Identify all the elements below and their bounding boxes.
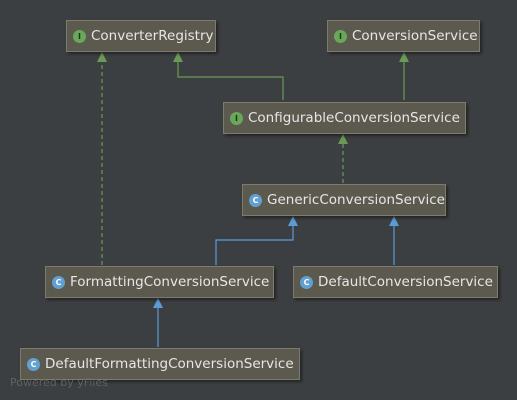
arrowhead-conversion-service [399, 52, 409, 62]
node-label: DefaultFormattingConversionService [45, 356, 294, 372]
edge-formatting-to-generic [215, 223, 294, 265]
node-configurable-conversion-service[interactable]: I ConfigurableConversionService [223, 102, 466, 134]
arrowhead-converter-registry [173, 52, 183, 62]
class-icon: C [52, 275, 65, 289]
node-label: ConfigurableConversionService [248, 110, 460, 126]
arrowhead-configurable [338, 134, 348, 144]
node-label: ConverterRegistry [91, 28, 214, 44]
node-conversion-service[interactable]: I ConversionService [327, 20, 480, 52]
node-default-conversion-service[interactable]: C DefaultConversionService [293, 266, 498, 298]
node-label: ConversionService [352, 28, 478, 44]
interface-icon: I [230, 111, 243, 125]
watermark: Powered by yFiles [10, 376, 108, 389]
node-generic-conversion-service[interactable]: C GenericConversionService [242, 184, 446, 216]
class-icon: C [27, 357, 40, 371]
node-formatting-conversion-service[interactable]: C FormattingConversionService [45, 266, 274, 298]
node-label: FormattingConversionService [70, 274, 270, 290]
class-icon: C [300, 275, 313, 289]
node-label: DefaultConversionService [318, 274, 493, 290]
arrowhead-generic-1 [288, 216, 298, 226]
node-label: GenericConversionService [267, 192, 445, 208]
edge-configurable-to-converter-registry [177, 59, 284, 100]
interface-icon: I [73, 29, 86, 43]
interface-icon: I [334, 29, 347, 43]
arrowhead-formatting [153, 298, 163, 308]
class-icon: C [249, 193, 262, 207]
arrowhead-converter-registry-2 [97, 52, 107, 62]
arrowhead-generic-2 [389, 216, 399, 226]
node-default-formatting-conversion-service[interactable]: C DefaultFormattingConversionService [20, 348, 300, 380]
node-converter-registry[interactable]: I ConverterRegistry [66, 20, 216, 52]
